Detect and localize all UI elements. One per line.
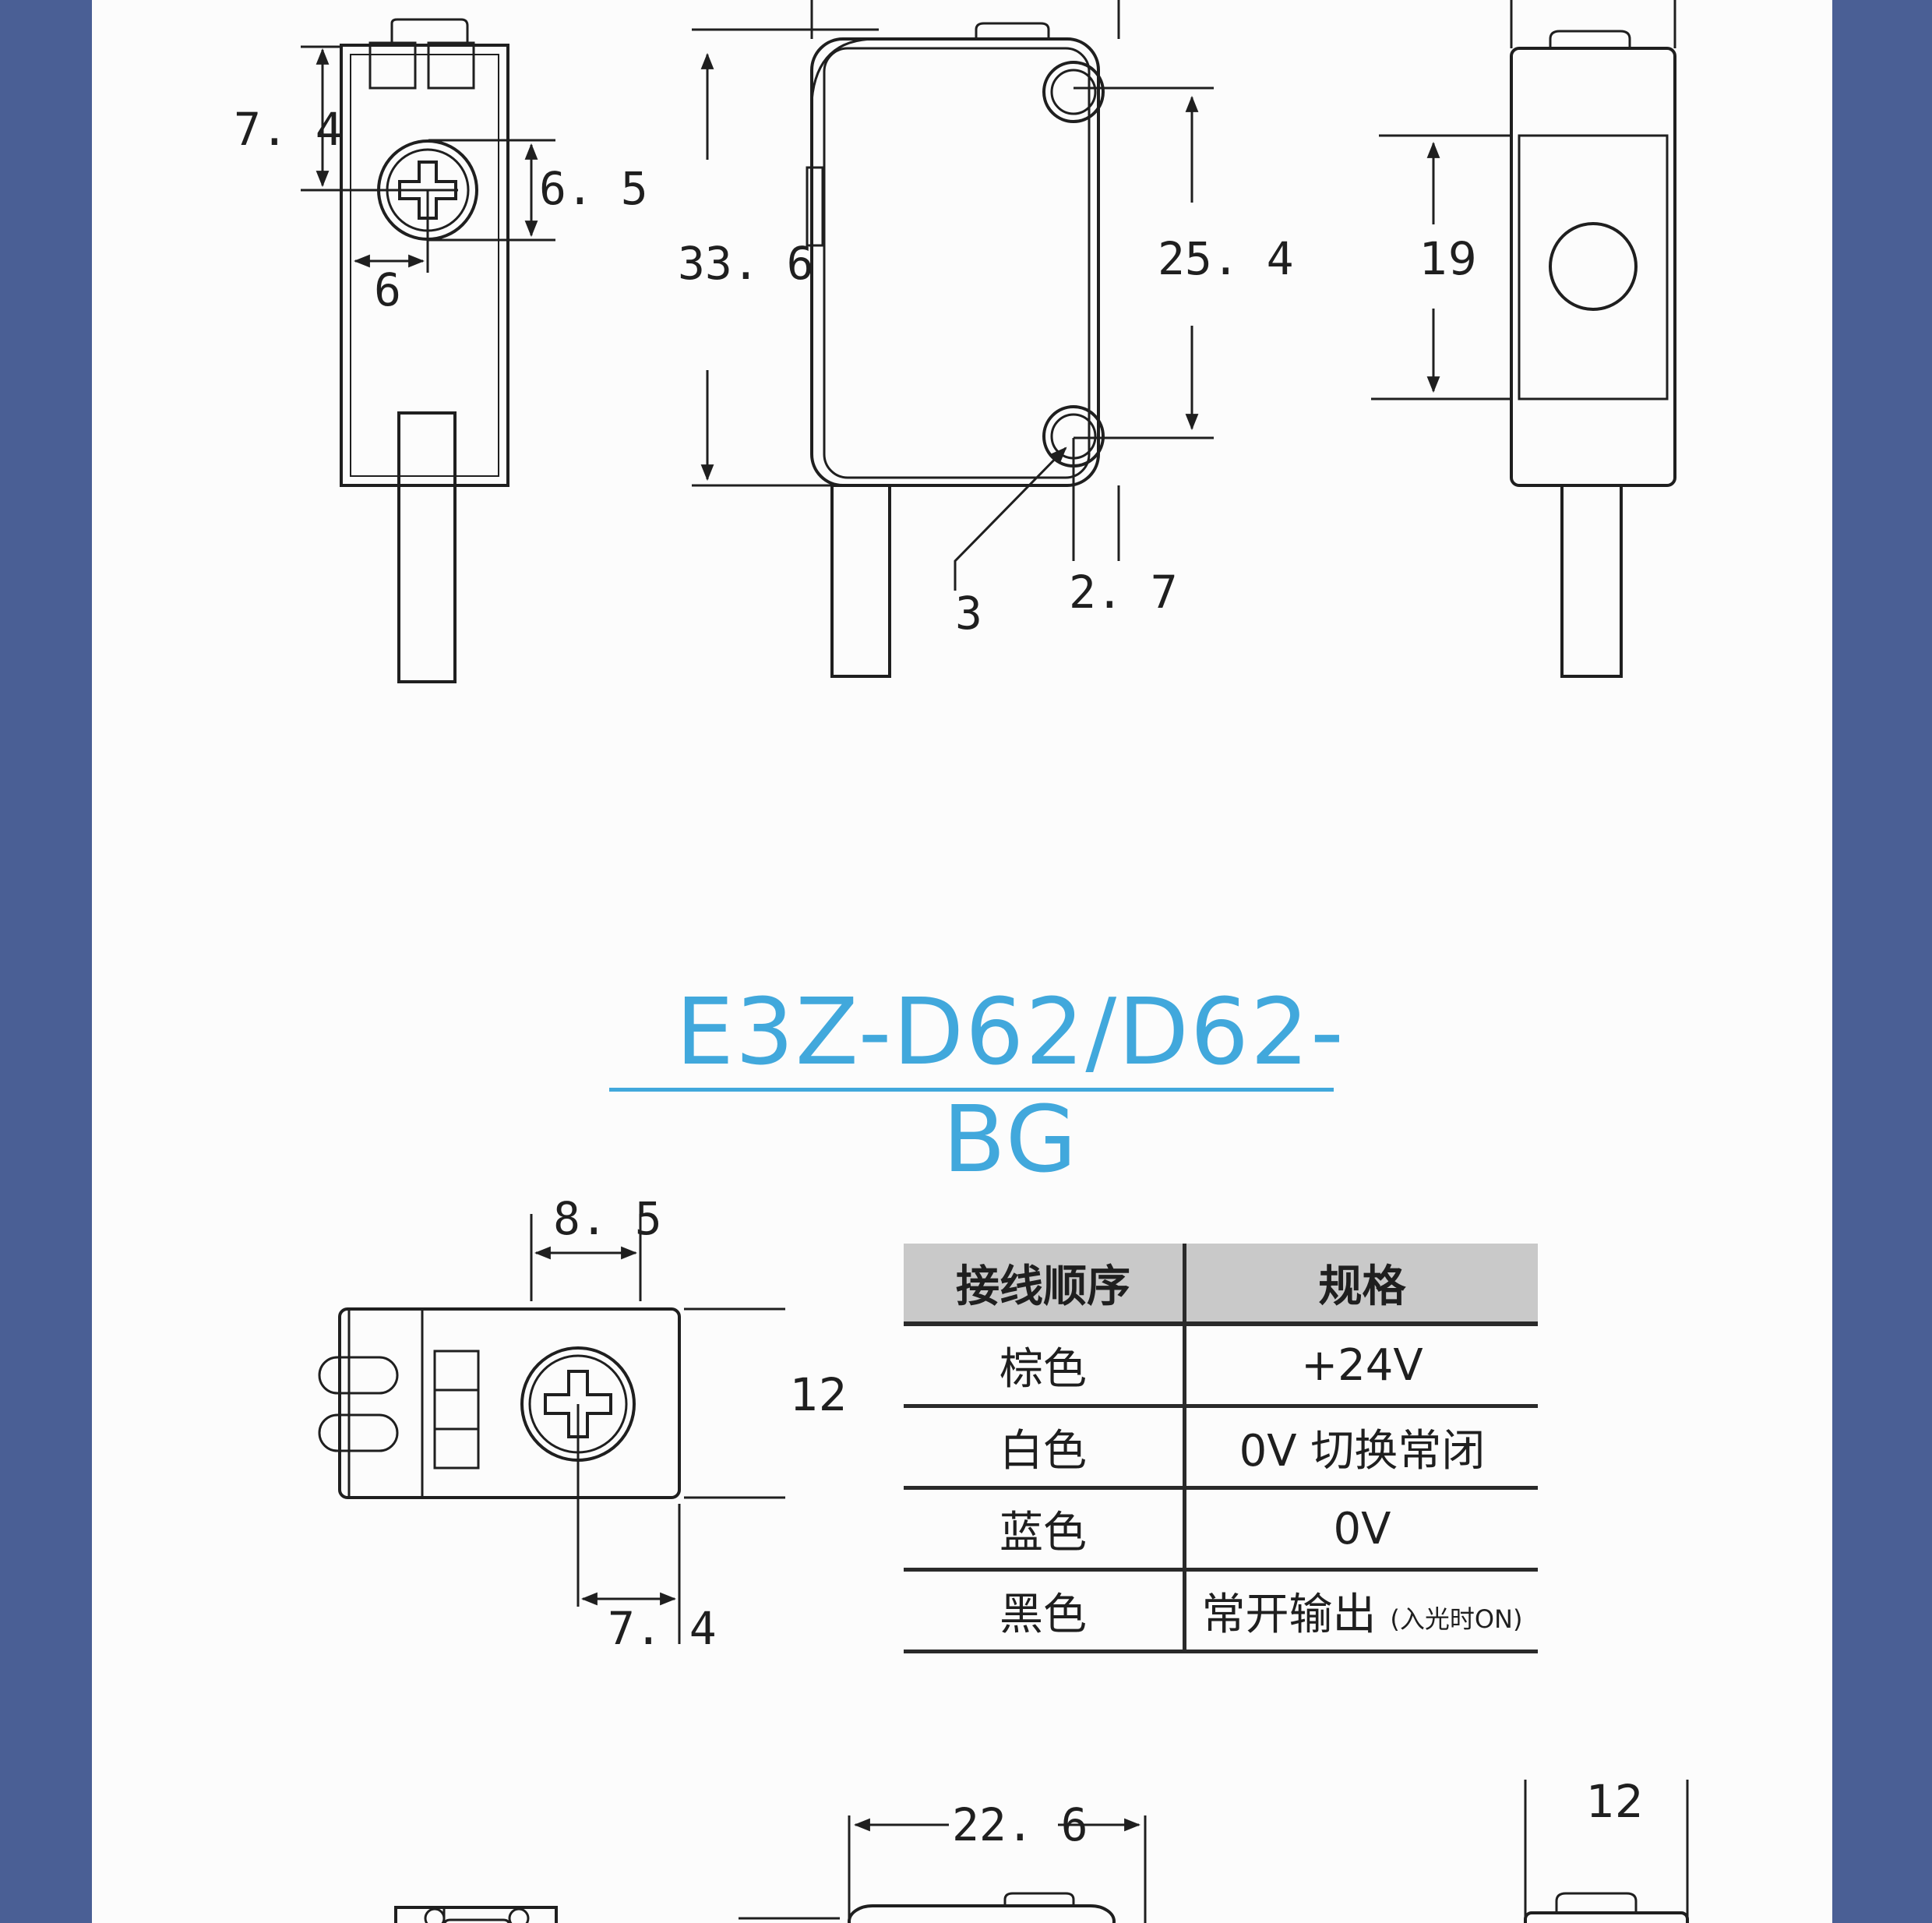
wire-color: 棕色 — [904, 1324, 1186, 1408]
dim-bottom-thickness: 12 — [1586, 1775, 1644, 1828]
wire-spec: +24V — [1184, 1324, 1538, 1408]
dim-top-offset: 7. 4 — [608, 1602, 717, 1655]
dimension-drawing: 7. 4 6. 5 6 33. 6 25. 4 3 2. 7 — [234, 0, 1689, 1923]
wire-spec-cell: 常开输出 (入光时ON) — [1184, 1569, 1538, 1653]
dim-front-screw: 6. 5 — [539, 162, 648, 215]
table-row: 蓝色 0V — [904, 1487, 1538, 1572]
dim-front-height: 7. 4 — [234, 103, 343, 156]
dim-side-total: 33. 6 — [678, 237, 814, 290]
dim-top-width: 8. 5 — [553, 1192, 662, 1245]
model-title: E3Z-D62/D62-BG — [675, 978, 1345, 1193]
dim-side-hole-dia: 3 — [955, 587, 982, 640]
wire-spec: 常开输出 — [1201, 1589, 1377, 1640]
wire-spec: 0V — [1184, 1487, 1538, 1572]
dim-top-height: 12 — [790, 1368, 848, 1421]
table-row: 黑色 常开输出 (入光时ON) — [904, 1569, 1538, 1653]
wire-color: 黑色 — [904, 1569, 1186, 1653]
header-spec: 规格 — [1184, 1244, 1538, 1326]
table-header-row: 接线顺序 规格 — [904, 1244, 1538, 1326]
title-underline — [609, 1088, 1334, 1092]
drawing-sheet: 7. 4 6. 5 6 33. 6 25. 4 3 2. 7 — [92, 0, 1832, 1923]
table-row: 棕色 +24V — [904, 1324, 1538, 1408]
front-view: 7. 4 6. 5 6 — [234, 18, 648, 683]
dim-bottom-width: 22. 6 — [952, 1798, 1088, 1851]
wire-spec: 0V 切换常闭 — [1184, 1406, 1538, 1490]
wire-color: 蓝色 — [904, 1487, 1186, 1572]
dim-front-offset: 6 — [374, 263, 401, 316]
side-view: 33. 6 25. 4 3 2. 7 — [678, 0, 1294, 678]
top-view: 8. 5 12 7. 4 — [318, 1192, 848, 1655]
back-view: 19 — [1371, 0, 1676, 678]
header-wiring-order: 接线顺序 — [904, 1244, 1186, 1326]
wire-note: (入光时ON) — [1390, 1604, 1523, 1634]
dim-back-window: 19 — [1419, 232, 1477, 285]
dim-side-holes: 25. 4 — [1158, 232, 1294, 285]
wiring-table: 接线顺序 规格 棕色 +24V 白色 0V 切换常闭 蓝色 0V 黑色 常开输出… — [904, 1244, 1538, 1653]
bottom-views: 22. 6 12 — [394, 1775, 1689, 1923]
dim-side-hole-edge: 2. 7 — [1069, 566, 1178, 619]
table-row: 白色 0V 切换常闭 — [904, 1406, 1538, 1490]
wire-color: 白色 — [904, 1406, 1186, 1490]
